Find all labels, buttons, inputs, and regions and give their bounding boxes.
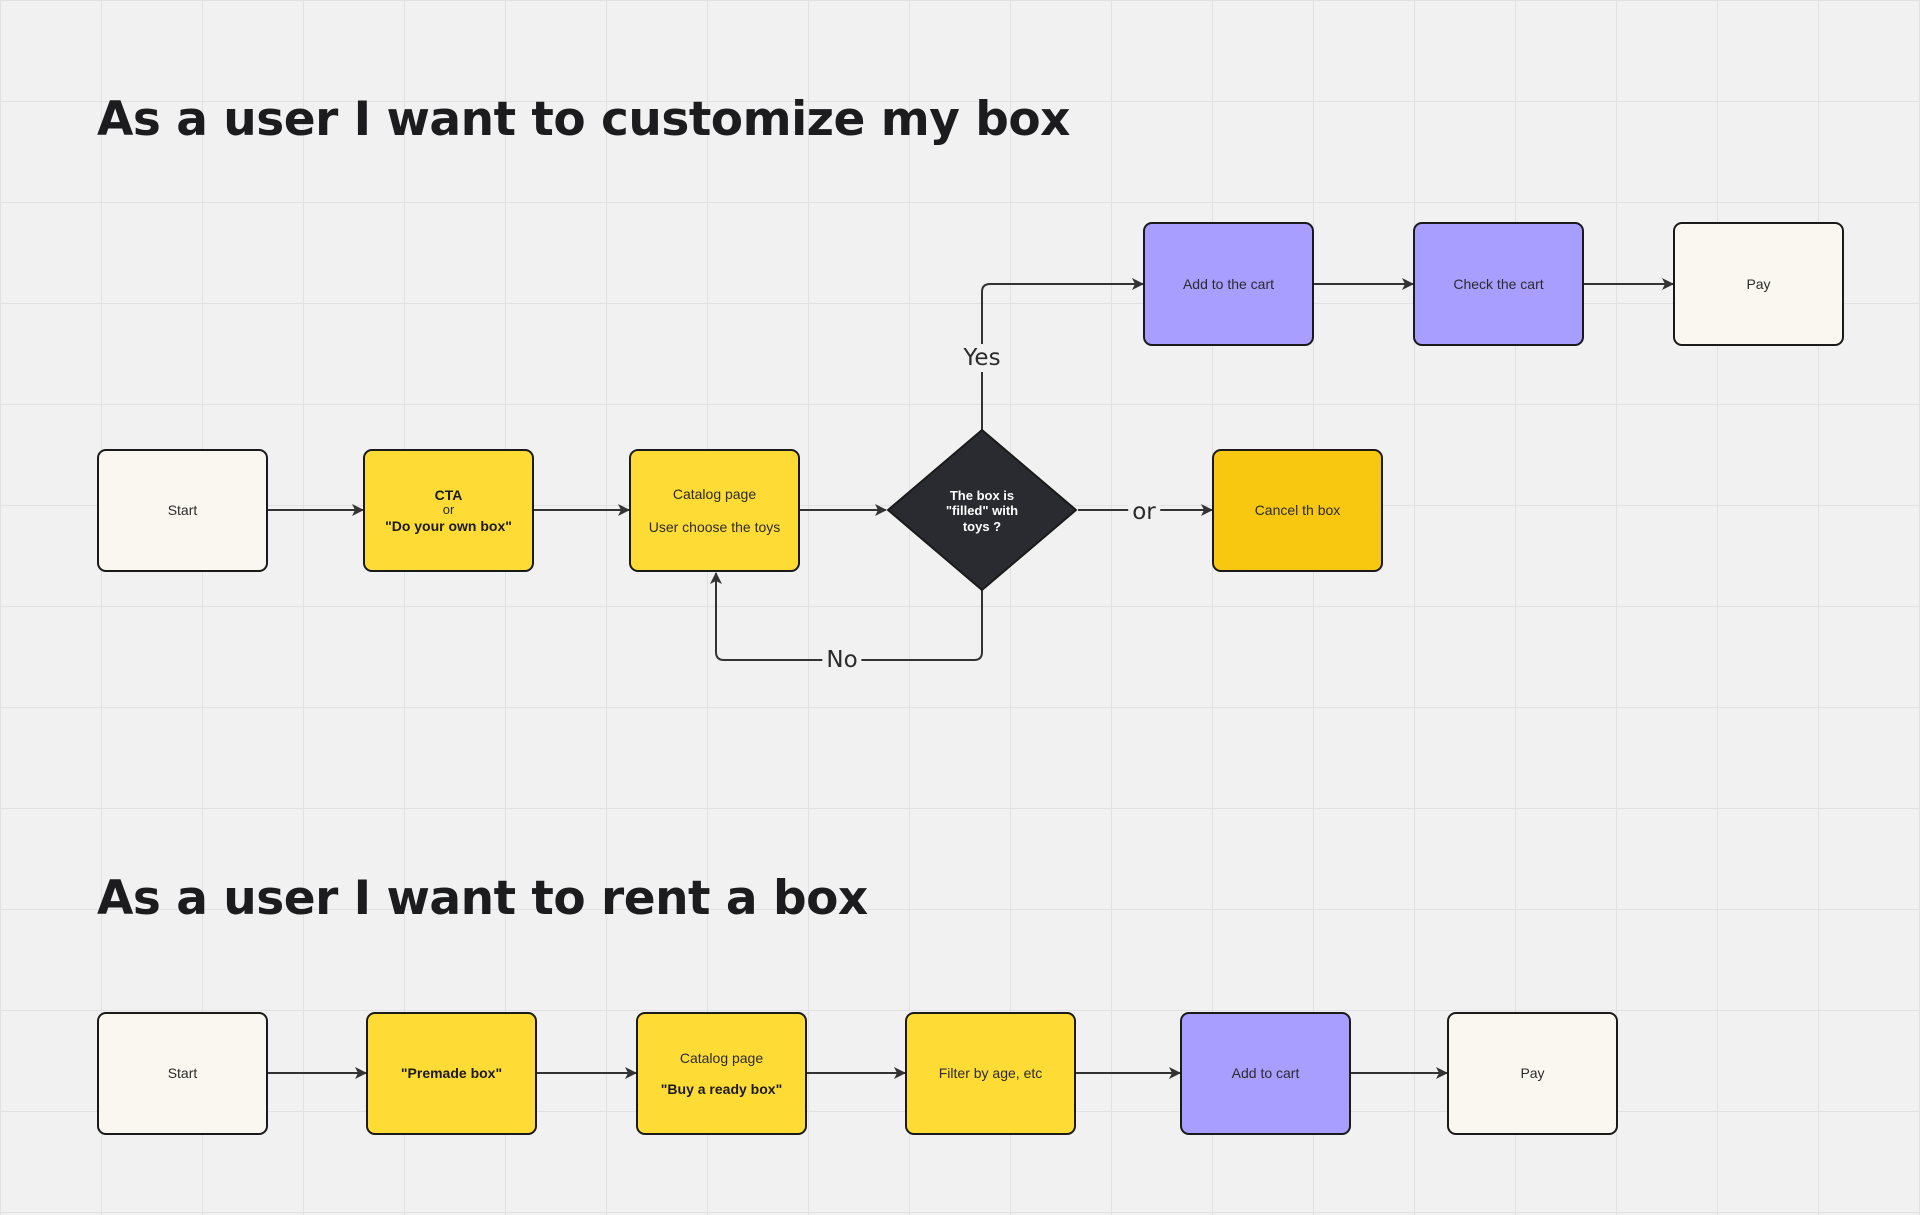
- cancel-box-label: Cancel th box: [1254, 502, 1341, 519]
- cta-node[interactable]: CTA or "Do your own box": [363, 449, 534, 572]
- catalog-page-node[interactable]: Catalog page User choose the toys: [629, 449, 800, 572]
- cancel-box-node[interactable]: Cancel th box: [1212, 449, 1383, 572]
- premade-box-node[interactable]: "Premade box": [366, 1012, 537, 1135]
- premade-box-label: "Premade box": [400, 1065, 503, 1082]
- cta-or-label: or: [442, 502, 455, 518]
- rent-pay-label: Pay: [1520, 1065, 1545, 1082]
- customize-pay-node[interactable]: Pay: [1673, 222, 1844, 346]
- cta-label: CTA: [434, 486, 463, 503]
- rent-add-to-cart-node[interactable]: Add to cart: [1180, 1012, 1351, 1135]
- check-the-cart-label: Check the cart: [1453, 275, 1544, 292]
- connector-no-label: No: [822, 646, 862, 674]
- connector-yes-label: Yes: [959, 344, 1005, 372]
- connector-or-label: or: [1128, 498, 1160, 526]
- rent-catalog-page-node[interactable]: Catalog page "Buy a ready box": [636, 1012, 807, 1135]
- catalog-page-title: Catalog page: [672, 486, 757, 503]
- rent-start-label: Start: [167, 1065, 198, 1082]
- customize-pay-label: Pay: [1746, 275, 1771, 292]
- filter-by-age-node[interactable]: Filter by age, etc: [905, 1012, 1076, 1135]
- add-to-the-cart-label: Add to the cart: [1182, 275, 1275, 292]
- catalog-page-description: User choose the toys: [648, 518, 781, 535]
- add-to-the-cart-node[interactable]: Add to the cart: [1143, 222, 1314, 346]
- decision-diamond: [887, 429, 1077, 591]
- rent-start-node[interactable]: Start: [97, 1012, 268, 1135]
- rent-pay-node[interactable]: Pay: [1447, 1012, 1618, 1135]
- customize-start-node[interactable]: Start: [97, 449, 268, 572]
- check-the-cart-node[interactable]: Check the cart: [1413, 222, 1584, 346]
- filter-by-age-label: Filter by age, etc: [938, 1065, 1043, 1082]
- rent-flow-title: As a user I want to rent a box: [97, 871, 868, 926]
- connector-decision-yes-to-add-cart: [981, 278, 1144, 432]
- cta-do-your-own-label: "Do your own box": [385, 517, 512, 534]
- rent-add-to-cart-label: Add to cart: [1231, 1065, 1300, 1082]
- rent-catalog-page-title: Catalog page: [679, 1050, 764, 1067]
- buy-ready-box-label: "Buy a ready box": [660, 1080, 783, 1097]
- customize-start-label: Start: [167, 502, 198, 519]
- customize-flow-title: As a user I want to customize my box: [97, 92, 1071, 147]
